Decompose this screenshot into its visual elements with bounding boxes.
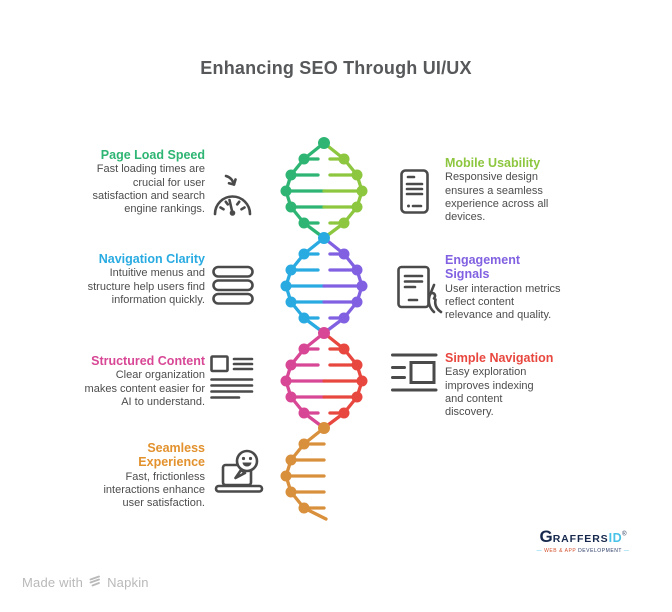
section-simple-navigation: Simple Navigation Easy exploration impro… (445, 351, 561, 419)
section-navigation-clarity: Navigation Clarity Intuitive menus and s… (83, 252, 205, 307)
logo-id: ID (608, 531, 623, 545)
registered-mark: ® (622, 531, 627, 538)
logo-raffers: RAFFERS (552, 533, 609, 545)
made-with-napkin: Made with Napkin (22, 574, 149, 591)
section-page-load-speed: Page Load Speed Fast loading times are c… (83, 148, 205, 216)
graffersid-brand: GRAFFERSID® (524, 528, 642, 546)
section-heading: Navigation Clarity (98, 252, 205, 266)
napkin-logo-icon (88, 574, 102, 591)
section-engagement-signals: Engagement Signals User interaction metr… (445, 253, 561, 322)
dna-helix-graphic (280, 137, 368, 521)
tagline-dash-left: — (536, 548, 543, 554)
tagline-dash-right: — (623, 548, 630, 554)
wireframe-icon (391, 350, 439, 396)
section-body: User interaction metrics reflect content… (445, 282, 561, 322)
logo-g: G (539, 527, 553, 546)
laptop-smiley-icon (213, 449, 267, 499)
section-heading: Engagement Signals (445, 253, 521, 282)
gauge-icon (211, 173, 255, 219)
napkin-brand-label: Napkin (107, 575, 149, 590)
section-heading: Structured Content (91, 354, 205, 368)
section-body: Fast loading times are crucial for user … (92, 163, 205, 215)
section-body: Easy exploration improves indexing and c… (445, 366, 534, 418)
section-heading: Seamless Experience (138, 441, 205, 470)
tagline-development: DEVELOPMENT (578, 548, 622, 554)
menu-bars-icon (212, 265, 254, 307)
section-seamless-experience: Seamless Experience Fast, frictionless i… (83, 441, 205, 510)
graffersid-logo: GRAFFERSID® — WEB & APP DEVELOPMENT — (524, 528, 642, 554)
mobile-phone-icon (399, 168, 431, 216)
made-with-label: Made with (22, 575, 84, 590)
section-heading: Simple Navigation (445, 351, 554, 365)
section-body: Fast, frictionless interactions enhance … (103, 470, 205, 510)
section-body: Responsive design ensures a seamless exp… (445, 171, 549, 223)
tablet-hand-icon (396, 262, 446, 314)
graffersid-tagline: — WEB & APP DEVELOPMENT — (524, 549, 642, 554)
section-body: Clear organization makes content easier … (84, 369, 205, 408)
section-body: Intuitive menus and structure help users… (87, 267, 205, 306)
document-layout-icon (209, 353, 255, 401)
section-heading: Page Load Speed (100, 148, 205, 162)
section-mobile-usability: Mobile Usability Responsive design ensur… (445, 156, 561, 224)
section-structured-content: Structured Content Clear organization ma… (83, 354, 205, 409)
section-heading: Mobile Usability (445, 156, 541, 170)
tagline-web-app: WEB & APP (544, 548, 577, 554)
page-title: Enhancing SEO Through UI/UX (200, 58, 472, 78)
